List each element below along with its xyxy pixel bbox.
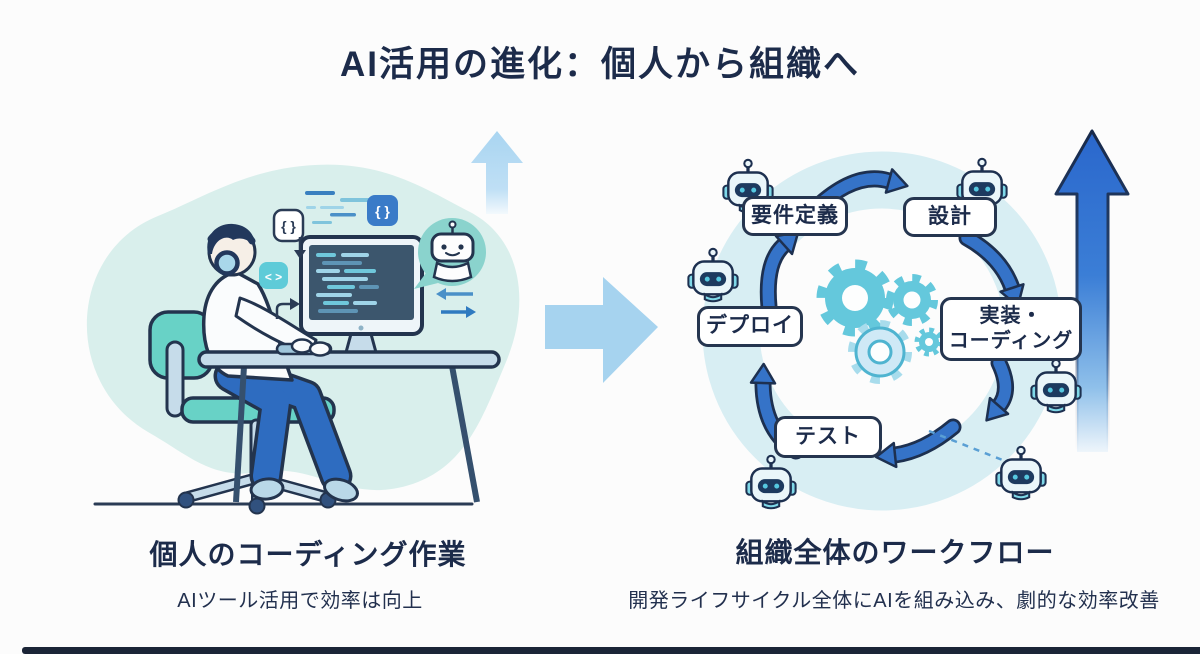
workflow-step-implementation: 実装・ コーディング (940, 297, 1082, 361)
monitor (299, 235, 424, 358)
workflow-step-test: テスト (774, 416, 882, 458)
desk (197, 338, 501, 503)
step-label: テスト (795, 424, 861, 448)
code-lines (316, 253, 379, 313)
right-hook-arrow-icon (275, 298, 300, 319)
gear-icon (816, 259, 894, 337)
floating-code-symbols: { } { } < > (259, 191, 398, 319)
gear-icon (848, 320, 912, 384)
workflow-step-requirements: 要件定義 (742, 196, 848, 236)
center-right-arrow-icon (545, 277, 658, 383)
tags-badge-teal (259, 262, 288, 289)
small-up-arrow-icon (471, 131, 523, 214)
braces-icon: { } (375, 203, 390, 219)
swap-arrows-icon (436, 288, 476, 318)
code-tags-icon: < > (265, 270, 282, 284)
dashed-connector (928, 429, 1006, 463)
developer-person (201, 223, 359, 503)
step-label: 実装・ (979, 305, 1043, 327)
right-caption: 組織全体のワークフロー (735, 537, 1055, 568)
step-label: コーディング (948, 330, 1074, 352)
bottom-divider-bar (22, 647, 1200, 654)
braces-badge-blue (367, 195, 398, 226)
step-label: デプロイ (706, 314, 794, 338)
left-caption: 個人のコーディング作業 (149, 539, 467, 570)
gear-icon (886, 274, 938, 326)
right-subcaption: 開発ライフサイクル全体にAIを組み込み、劇的な効率改善 (628, 590, 1160, 612)
workflow-step-design: 設計 (903, 197, 997, 237)
workflow-step-deploy: デプロイ (697, 306, 803, 347)
braces-icon: { } (281, 218, 296, 234)
braces-badge-white (272, 208, 305, 243)
page-title: AI活用の進化：個人から組織へ (339, 45, 860, 84)
individual-coding-illustration: { } { } < > (86, 131, 523, 515)
gears-icon (816, 259, 944, 384)
step-label: 設計 (928, 204, 972, 228)
left-subcaption: AIツール活用で効率は向上 (177, 590, 423, 612)
down-arrow-icon (294, 237, 306, 259)
headphones-icon (207, 225, 256, 245)
ai-assistant-bubble-icon (414, 218, 486, 289)
big-up-arrow-icon (1054, 129, 1130, 454)
gear-icon (914, 327, 944, 357)
step-label: 要件定義 (751, 203, 839, 227)
